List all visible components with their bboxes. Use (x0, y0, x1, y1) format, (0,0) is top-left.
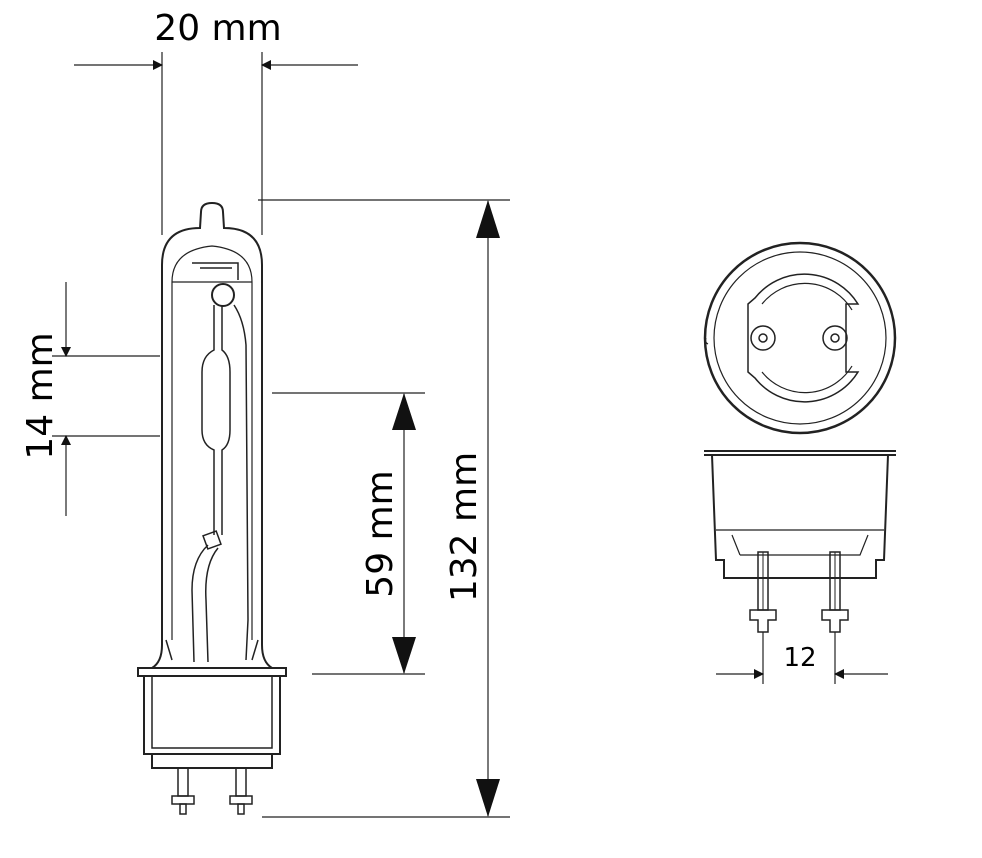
lamp-pins (171, 767, 253, 815)
pin-spacing-label: 12 (783, 643, 816, 673)
base-pins (749, 551, 849, 633)
glass-tube (148, 201, 276, 669)
length-label: 132 mm (444, 452, 485, 602)
dimension-body: 59 mm (272, 392, 425, 675)
getter-ball (211, 283, 235, 307)
dimension-width: 20 mm (74, 8, 358, 235)
dimension-pin-spacing: 12 (716, 632, 888, 684)
body-label: 59 mm (360, 470, 401, 597)
lamp-end-view (703, 241, 897, 435)
arc-label: 14 mm (20, 332, 61, 459)
lamp-base (137, 667, 287, 677)
inner-tube (171, 245, 253, 640)
lamp-side-view (137, 201, 287, 815)
dimension-length: 132 mm (258, 199, 510, 818)
arc-tube (201, 305, 231, 535)
dimension-arc: 14 mm (20, 282, 160, 516)
base-front-view (704, 450, 896, 633)
pin-contacts (750, 325, 848, 351)
width-label: 20 mm (154, 8, 281, 49)
